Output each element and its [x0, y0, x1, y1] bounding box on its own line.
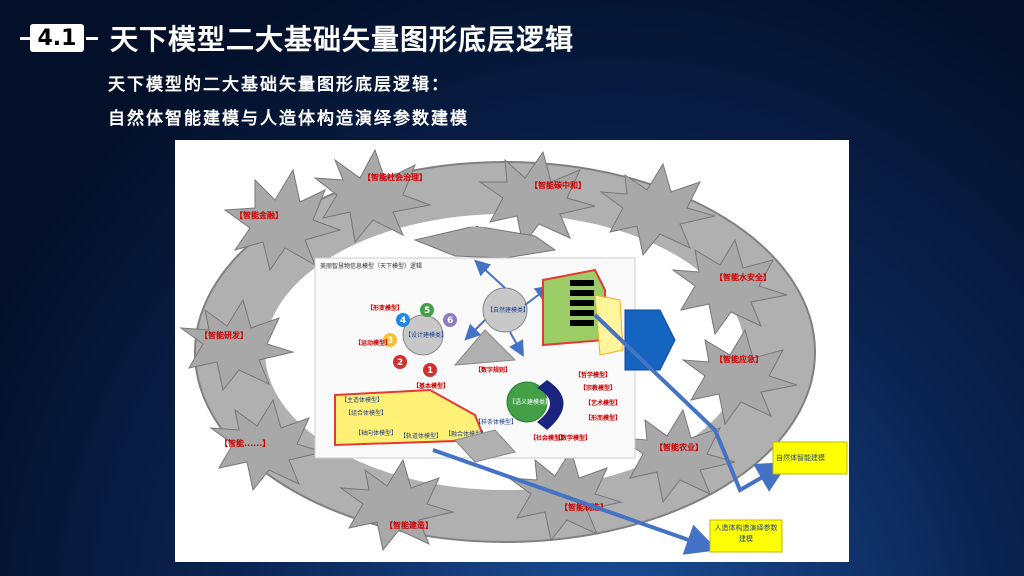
header-dash-right — [86, 37, 98, 40]
num-4: 4 — [400, 316, 406, 326]
slide-subtitle-2: 自然体智能建模与人造体构造演绎参数建模 — [108, 109, 469, 129]
label-motion-model: 【运动模型】 — [355, 339, 391, 347]
callout-artificial-fo: 人造体构造演绎参数建模 — [714, 524, 778, 543]
center-triangle — [453, 329, 517, 366]
diagram-image: 【智能社会治理】 【智能碳中和】 【智能金融】 【智能水安全】 【智能研发】 【… — [175, 140, 849, 562]
artificial-labels: 【主造体模型】 【组合体模型】 【轴向体模型】 【轨道体模型】 【融合体模型】 … — [341, 396, 517, 440]
semantic-model-circle — [506, 381, 548, 423]
num-3: 3 — [387, 336, 393, 346]
natural-arrow-1 — [474, 259, 506, 289]
design-model-label: 【设计建模类】 — [405, 331, 447, 339]
semantic-labels: 【哲学模型】 【宗教模型】 【艺术模型】 【形而模型】 【社会模型】 【数学模型… — [475, 366, 621, 442]
label-fusion-model: 【融合体模型】 — [445, 430, 487, 438]
label-carbon-neutral: 【智能碳中和】 — [530, 180, 586, 190]
bar-4 — [570, 310, 594, 316]
label-rule: 【数字规则】 — [475, 366, 511, 374]
starburst-agriculture — [619, 408, 736, 504]
num-1: 1 — [427, 366, 433, 376]
natural-model-label: 【自然建模类】 — [487, 306, 529, 314]
label-water-safety: 【智能水安全】 — [715, 272, 771, 282]
bottom-frame-shape — [454, 429, 516, 463]
label-rd: 【智能研发】 — [200, 330, 248, 340]
starburst-water — [671, 238, 788, 336]
starburst-emergency — [681, 328, 798, 426]
callout-natural-text: 自然体智能建模 — [776, 453, 825, 462]
bar-3 — [570, 300, 594, 306]
right-yellow-note — [594, 294, 624, 356]
slide-subtitle-1: 天下模型的二大基础矢量图形底层逻辑： — [108, 75, 450, 95]
label-society: 【社会模型】 — [530, 434, 566, 442]
num-circle-1 — [423, 363, 437, 377]
label-top-frame: 中国美丽 — [457, 218, 489, 228]
artificial-model-band — [334, 388, 487, 447]
label-math: 【数学模型】 — [555, 434, 591, 442]
label-social-governance: 【智能社会治理】 — [363, 172, 427, 182]
starburst-top-right — [599, 162, 716, 257]
starburst-etc — [209, 398, 325, 492]
label-art: 【艺术模型】 — [585, 399, 621, 407]
callout-artificial-text: 人造体构造演绎参数建模 — [714, 524, 778, 543]
num-circle-2 — [393, 355, 407, 369]
label-main-model: 【主造体模型】 — [341, 396, 383, 404]
label-form-model: 【形变模型】 — [367, 304, 403, 312]
label-rail-model: 【轨道体模型】 — [400, 432, 442, 440]
label-manufacture: 【智能制造】 — [560, 502, 608, 512]
label-construction: 【智能建造】 — [385, 520, 433, 530]
label-emergency: 【智能应急】 — [715, 354, 763, 364]
num-circle-4 — [396, 313, 410, 327]
num-circle-6 — [443, 313, 457, 327]
label-style-model: 【样条体模型】 — [475, 418, 517, 426]
outer-labels: 【智能社会治理】 【智能碳中和】 【智能金融】 【智能水安全】 【智能研发】 【… — [200, 172, 771, 530]
natural-panel-bars — [570, 280, 594, 326]
natural-arrow-4 — [464, 319, 486, 341]
arrow-natural-callout — [593, 313, 789, 493]
starburst-social — [313, 148, 432, 244]
top-frame-shape — [413, 225, 557, 259]
callout-artificial-box — [709, 519, 783, 553]
natural-arrow-2 — [524, 285, 552, 306]
label-philosophy: 【哲学模型】 — [575, 371, 611, 379]
starburst-construction — [339, 458, 455, 552]
label-agriculture: 【智能农业】 — [655, 442, 703, 452]
num-circle-5 — [420, 303, 434, 317]
starburst-carbon — [478, 150, 596, 247]
arrow-artificial-callout — [432, 448, 719, 555]
num-circle-3 — [383, 333, 397, 347]
natural-arrow-3 — [509, 331, 524, 357]
label-metaphysics: 【形而模型】 — [585, 414, 621, 422]
num-6: 6 — [447, 316, 453, 326]
header-dash-left — [20, 37, 32, 40]
label-combine-model: 【组合体模型】 — [345, 409, 387, 417]
label-religion: 【宗教模型】 — [580, 384, 616, 392]
label-finance: 【智能金融】 — [235, 210, 283, 220]
inner-title: 美丽智慧物信息模型（天下模型）逻辑 — [320, 262, 422, 270]
num-2: 2 — [397, 358, 403, 368]
bar-1 — [570, 280, 594, 286]
number-circles: 1 2 3 4 5 6 — [383, 303, 457, 377]
callout-natural-box — [772, 441, 848, 475]
slide-title: 天下模型二大基础矢量图形底层逻辑 — [110, 23, 575, 56]
label-basic-model: 【基本模型】 — [413, 382, 449, 390]
num-5: 5 — [424, 306, 430, 316]
label-axis-model: 【轴向体模型】 — [355, 429, 397, 437]
semantic-arc — [537, 380, 564, 430]
bar-5 — [570, 320, 594, 326]
label-etc: 【智能......】 — [220, 438, 270, 448]
semantic-model-label: 【语义建模类】 — [509, 398, 551, 406]
section-number-badge: 4.1 — [30, 24, 84, 52]
model-labels: 【形变模型】 【运动模型】 【基本模型】 — [355, 304, 449, 390]
starburst-rd — [179, 298, 295, 392]
bar-2 — [570, 290, 594, 296]
diagram-svg: 【智能社会治理】 【智能碳中和】 【智能金融】 【智能水安全】 【智能研发】 【… — [179, 148, 848, 555]
